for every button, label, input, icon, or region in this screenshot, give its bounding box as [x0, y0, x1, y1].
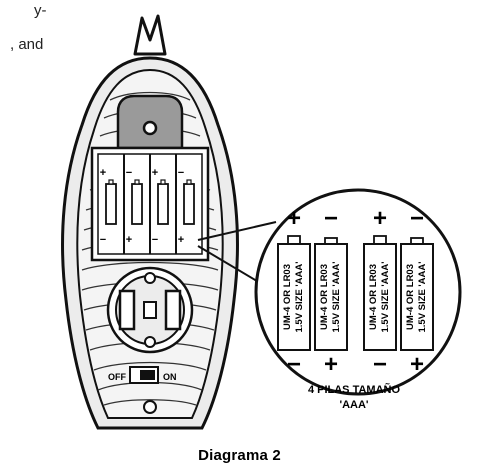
- zoom-top-polarity-1: +: [287, 205, 301, 232]
- zoom-battery-1: [277, 243, 311, 351]
- small-battery-1: [105, 183, 117, 225]
- switch-on-label: ON: [163, 372, 177, 382]
- socket-slot-right: [164, 289, 182, 331]
- zoom-battery-text-1-2: UM-4 OR LR03: [319, 264, 330, 330]
- small-bottom-polarity-2: +: [126, 234, 132, 246]
- zoom-battery-text-1-4: UM-4 OR LR03: [405, 264, 416, 330]
- zoom-battery-2: [314, 243, 348, 351]
- zoom-battery-text-1-1: UM-4 OR LR03: [282, 264, 293, 330]
- small-battery-terminal-4: [186, 179, 192, 185]
- zoom-battery-text-2-3: 1.5V SIZE 'AAA': [380, 261, 391, 332]
- battery-separators: [123, 154, 177, 254]
- zoom-battery-4: [400, 243, 434, 351]
- socket-slot-left: [118, 289, 136, 331]
- zoom-top-polarity-4: −: [410, 205, 424, 232]
- small-top-polarity-2: −: [126, 167, 132, 179]
- small-bottom-polarity-4: +: [178, 234, 184, 246]
- zoom-battery-3: [363, 243, 397, 351]
- diagram-caption: Diagrama 2: [198, 447, 281, 464]
- zoom-battery-text-1-3: UM-4 OR LR03: [368, 264, 379, 330]
- truncated-text-line-2: , and: [10, 36, 44, 53]
- zoom-battery-terminal-1: [287, 235, 301, 245]
- small-battery-3: [157, 183, 169, 225]
- small-top-polarity-4: −: [178, 167, 184, 179]
- zoom-battery-terminal-3: [373, 235, 387, 245]
- socket-center: [143, 301, 157, 319]
- screw-hole-socket-bottom: [144, 336, 156, 348]
- screw-hole-socket-top: [144, 272, 156, 284]
- pilas-label-line-2: 'AAA': [339, 399, 368, 411]
- small-bottom-polarity-3: −: [152, 234, 158, 246]
- power-switch-knob: [140, 370, 155, 380]
- zoom-bottom-polarity-4: +: [410, 351, 424, 378]
- zoom-top-polarity-3: +: [373, 205, 387, 232]
- small-battery-4: [183, 183, 195, 225]
- small-batteries: + − − + + − − +: [100, 167, 195, 246]
- antenna-icon: [133, 14, 167, 56]
- zoom-battery-text-2-1: 1.5V SIZE 'AAA': [294, 261, 305, 332]
- zoom-battery-text-2-4: 1.5V SIZE 'AAA': [417, 261, 428, 332]
- small-bottom-polarity-1: −: [100, 234, 106, 246]
- callout-line-top: [197, 221, 277, 241]
- small-top-polarity-3: +: [152, 167, 158, 179]
- switch-off-label: OFF: [108, 372, 126, 382]
- small-battery-terminal-1: [108, 179, 114, 185]
- screw-hole-top: [142, 120, 158, 136]
- zoom-top-polarity-2: −: [324, 205, 338, 232]
- truncated-text-line-1: y-: [34, 2, 47, 19]
- small-battery-terminal-3: [160, 179, 166, 185]
- zoom-bottom-polarity-3: −: [373, 351, 387, 378]
- zoom-bottom-polarity-2: +: [324, 351, 338, 378]
- small-battery-2: [131, 183, 143, 225]
- zoom-bottom-polarity-1: −: [287, 351, 301, 378]
- small-top-polarity-1: +: [100, 167, 106, 179]
- zoom-battery-text-2-2: 1.5V SIZE 'AAA': [331, 261, 342, 332]
- small-battery-terminal-2: [134, 179, 140, 185]
- screw-hole-bottom: [143, 400, 157, 414]
- pilas-label-line-1: 4 PILAS TAMAÑO: [308, 383, 401, 396]
